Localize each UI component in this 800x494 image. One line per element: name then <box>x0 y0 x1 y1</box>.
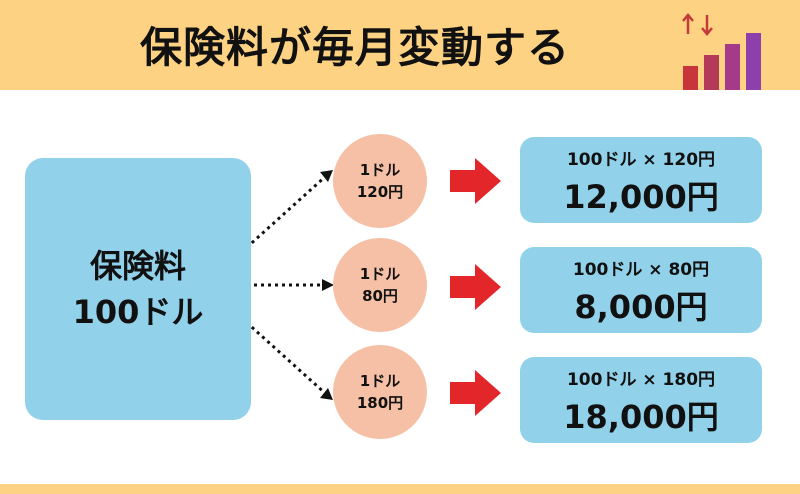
rate-value: 120円 <box>356 183 404 201</box>
right-arrow-icon <box>450 158 501 204</box>
rate-unit: 1ドル <box>359 372 401 390</box>
arrowhead-icon <box>322 279 334 291</box>
arrowhead-icon <box>320 170 333 182</box>
page-title: 保険料が毎月変動する <box>140 23 571 72</box>
result-amount: 12,000円 <box>563 178 719 216</box>
premium-label: 保険料 <box>89 247 186 285</box>
rate-unit: 1ドル <box>359 265 401 283</box>
result-formula: 100ドル × 180円 <box>566 370 716 390</box>
dotted-connector <box>203 174 328 287</box>
rate-value: 80円 <box>362 287 398 305</box>
rate-circle: 1ドル 80円 <box>333 238 427 332</box>
result-box: 100ドル × 120円 12,000円 <box>520 137 762 223</box>
footer-band <box>0 484 800 494</box>
rate-value: 180円 <box>356 394 404 412</box>
result-formula: 100ドル × 80円 <box>572 260 710 280</box>
right-arrow-icon <box>450 264 501 310</box>
header-banner: 保険料が毎月変動する <box>0 0 800 90</box>
rate-unit: 1ドル <box>359 161 401 179</box>
result-box: 100ドル × 180円 18,000円 <box>520 357 762 443</box>
right-arrow-icon <box>450 370 501 416</box>
result-amount: 18,000円 <box>563 398 719 436</box>
result-amount: 8,000円 <box>574 288 708 326</box>
rate-circle: 1ドル 120円 <box>333 134 427 228</box>
result-box: 100ドル × 80円 8,000円 <box>520 247 762 333</box>
result-formula: 100ドル × 120円 <box>566 150 716 170</box>
exchange-rate-bar-chart-icon <box>682 13 761 90</box>
arrowhead-icon <box>320 388 333 400</box>
rate-circle: 1ドル 180円 <box>333 345 427 439</box>
premium-amount: 100ドル <box>72 293 204 331</box>
dotted-connector <box>203 283 328 396</box>
premium-box: 保険料 100ドル <box>25 158 251 420</box>
